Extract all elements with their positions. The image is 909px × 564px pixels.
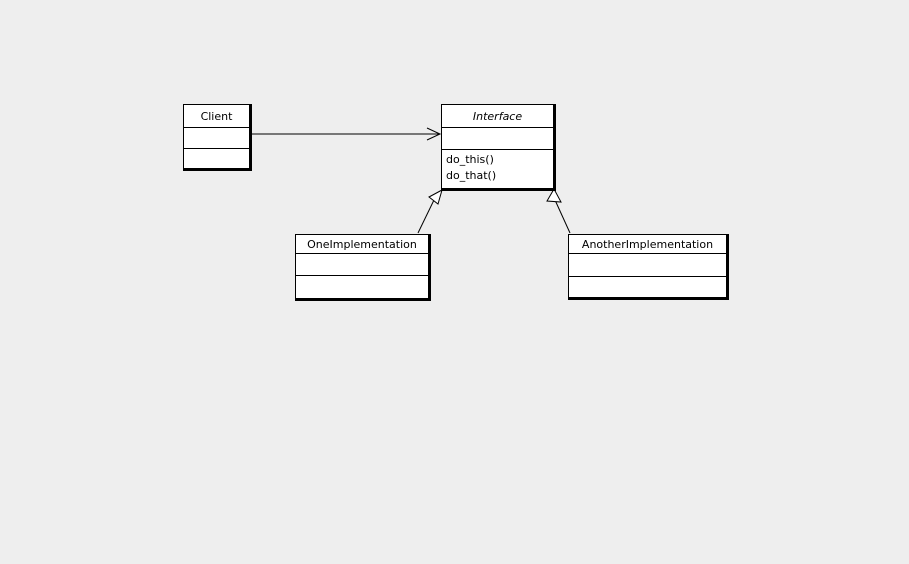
class-attributes-interface	[442, 128, 553, 150]
class-attributes-another-implementation	[569, 254, 726, 277]
generalization-arrow-another-implementation	[546, 187, 571, 234]
class-title-interface: Interface	[442, 105, 553, 128]
generalization-arrow-one-implementation	[417, 188, 443, 234]
class-title-one-implementation: OneImplementation	[296, 235, 428, 254]
association-arrow-client-to-interface	[252, 127, 442, 141]
class-title-client: Client	[184, 105, 249, 128]
hollow-triangle-icon-one	[428, 188, 443, 205]
class-attributes-client	[184, 128, 249, 149]
class-methods-one-implementation	[296, 276, 428, 298]
class-node-interface: Interface do_this() do_that()	[441, 104, 556, 191]
class-methods-client	[184, 149, 249, 168]
hollow-triangle-icon-another	[546, 187, 562, 203]
open-arrowhead-icon	[426, 127, 442, 141]
class-node-one-implementation: OneImplementation	[295, 234, 431, 301]
generalization-line-one	[417, 199, 435, 234]
generalization-line-another	[554, 199, 571, 234]
class-node-another-implementation: AnotherImplementation	[568, 234, 729, 300]
class-attributes-one-implementation	[296, 254, 428, 276]
class-methods-interface: do_this() do_that()	[442, 150, 553, 188]
class-node-client: Client	[183, 104, 252, 171]
class-title-another-implementation: AnotherImplementation	[569, 235, 726, 254]
method-do-this: do_this()	[446, 153, 494, 166]
class-methods-another-implementation	[569, 277, 726, 297]
method-do-that: do_that()	[446, 169, 497, 182]
